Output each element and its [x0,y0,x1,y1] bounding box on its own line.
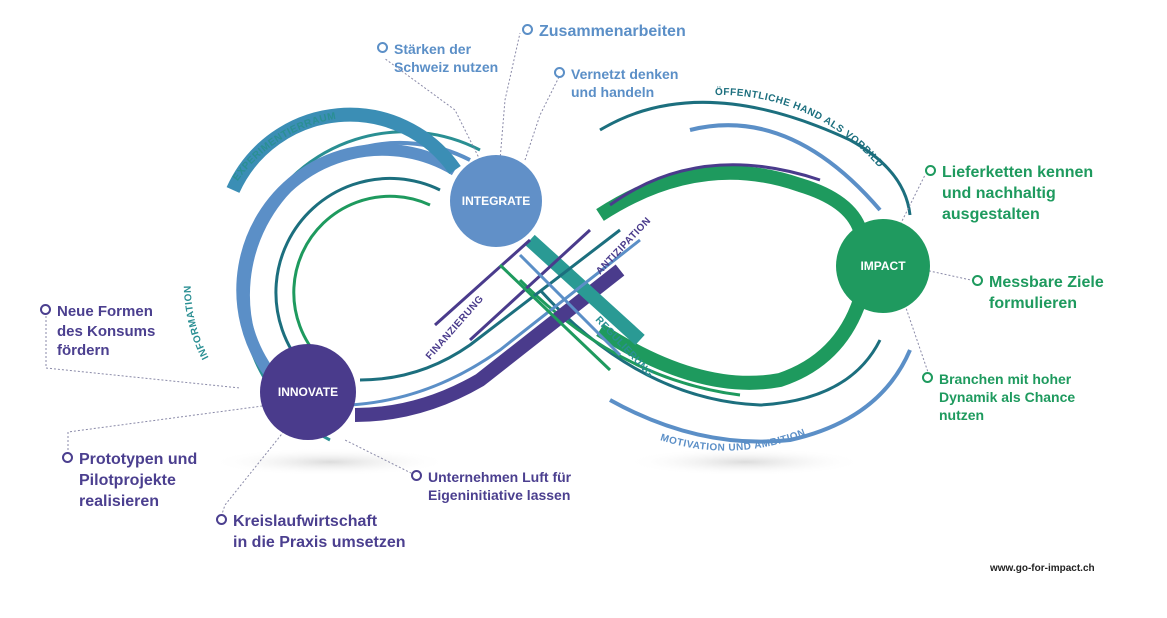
bullet-icon [922,372,933,383]
callout-lieferketten: Lieferketten kennen und nachhaltig ausge… [925,163,1093,225]
right-loop [518,100,912,444]
label-experimentierraum: EXPERIMENTIERRAUM [231,111,337,183]
cross-teal-wide [525,234,645,346]
cross-blue-2 [349,238,641,407]
bullet-icon [62,452,73,463]
callout-branchen: Branchen mit hoher Dynamik als Chance nu… [922,370,1075,425]
shadow-right [625,448,865,476]
bullet-icon [40,304,51,315]
cross-blue-wide [354,264,625,422]
right-top-blue [689,123,882,212]
bullet-icon [377,42,388,53]
bullet-icon [216,514,227,525]
callout-prototypen: Prototypen und Pilotprojekte realisieren [62,450,197,512]
label-information: INFORMATION [183,285,212,361]
callout-kreislauf: Kreislaufwirtschaft in die Praxis umsetz… [216,512,406,554]
right-bottom-green-thin [518,278,741,397]
bullet-icon [411,470,422,481]
website-link[interactable]: www.go-for-impact.ch [990,563,1095,574]
callout-messbare: Messbare Ziele formulieren [972,273,1104,315]
cross-blue-3 [518,253,622,357]
right-inner-purple [609,163,821,207]
bullet-icon [554,67,565,78]
left-thick-blue-arc [236,143,459,416]
label-finanzierung: FINANZIERUNG [424,293,486,361]
bullet-icon [522,24,533,35]
callout-staerken: Stärken der Schweiz nutzen [377,40,498,76]
bullet-icon [925,165,936,176]
right-thick-green [596,165,867,390]
cross-green-1 [498,263,612,372]
label-antizipation: ANTIZIPATION [594,215,653,277]
callout-vernetzt: Vernetzt denken und handeln [554,65,678,101]
right-bottom-blue [609,349,912,444]
node-impact-label: IMPACT [860,259,906,273]
node-impact[interactable]: IMPACT [836,219,930,313]
left-thick-teal-top [226,107,461,193]
node-integrate[interactable]: INTEGRATE [450,155,542,247]
bullet-icon [972,275,983,286]
callout-zusammenarbeiten: Zusammenarbeiten [522,22,686,43]
cross-dark-1 [359,228,621,382]
right-top-teal [599,100,912,216]
cross-purple-1 [433,238,532,327]
crossing-strands [349,228,645,422]
callout-neue-formen: Neue Formen des Konsums fördern [40,302,155,361]
node-innovate[interactable]: INNOVATE [260,344,356,440]
callout-unternehmen: Unternehmen Luft für Eigeninitiative las… [411,468,571,504]
shadow-left [210,448,450,476]
cross-purple-2 [468,228,592,342]
node-innovate-label: INNOVATE [278,385,338,399]
node-integrate-label: INTEGRATE [462,194,530,208]
